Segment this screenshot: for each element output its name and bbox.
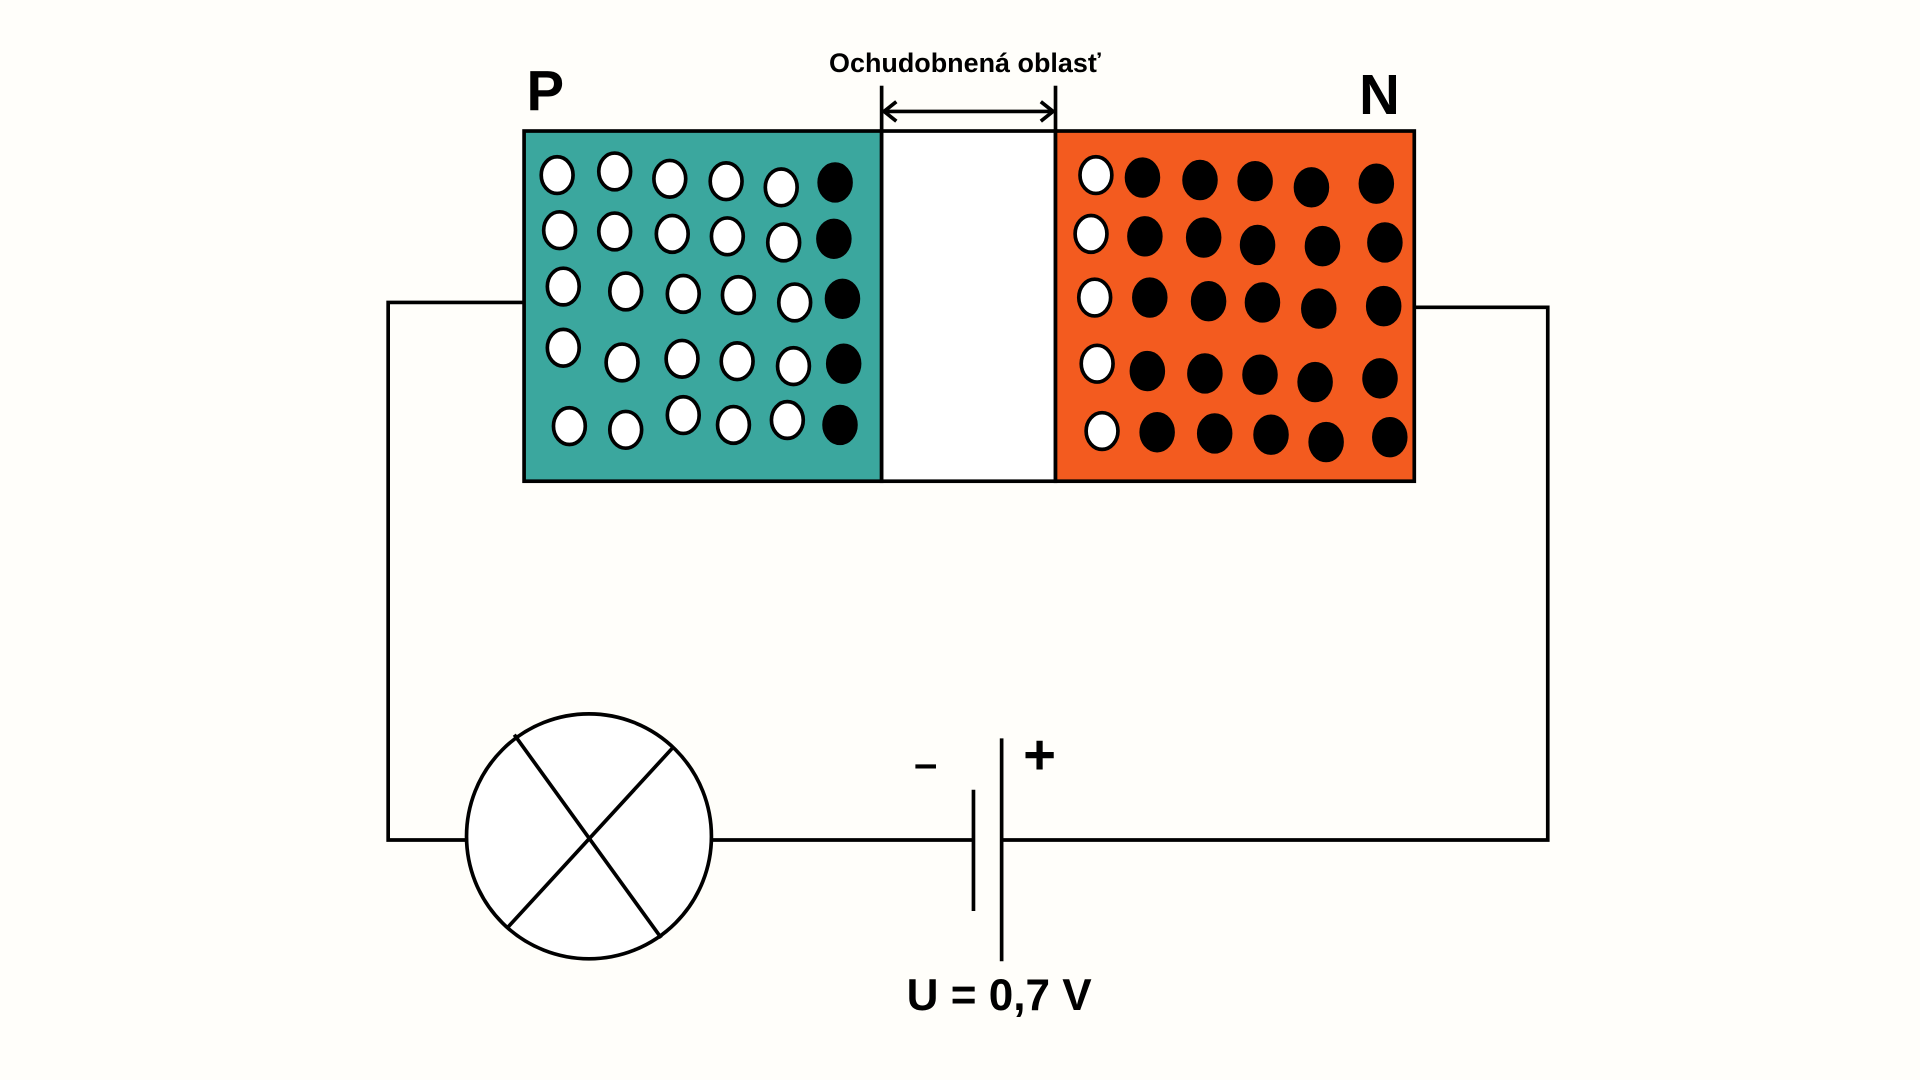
electron-dot [825,343,862,384]
electron-dot [1365,285,1402,327]
electron-dot [1139,412,1175,453]
electron-dot [1132,277,1168,318]
hole-dot [720,274,757,316]
hole-dot [1078,154,1114,196]
hole-dot [545,266,582,307]
hole-dot [1076,277,1113,318]
electron-dot [816,218,852,259]
depletion-region [879,129,1058,484]
hole-dot [596,211,633,252]
hole-dot [604,342,640,383]
hole-dot [765,222,802,263]
electron-dot [1308,421,1344,463]
electron-dot [1124,157,1161,198]
hole-dot [665,394,702,436]
electron-dot [1358,163,1395,204]
electron-dot [1244,282,1281,323]
hole-dot [665,273,702,315]
electron-dot [1367,222,1403,263]
charge-carriers [539,151,1408,463]
hole-dot [708,161,744,202]
electron-dot [1242,354,1278,395]
hole-dot [545,327,582,368]
electron-dot [1182,159,1218,201]
hole-dot [1084,410,1120,452]
hole-dot [607,409,644,450]
hole-dot [775,345,812,387]
wire-left [386,300,525,842]
hole-dot [652,158,688,199]
battery-icon [971,738,1004,962]
depletion-width-arrow [879,85,1058,132]
hole-dot [664,338,700,379]
electron-dot [822,404,858,446]
hole-dot [715,404,752,446]
depletion-label: Ochudobnená oblasť [829,48,1101,78]
n-label: N [1359,63,1400,126]
electron-dot [1293,167,1330,208]
electron-dot [1253,414,1289,455]
electron-dot [1297,361,1333,403]
hole-dot [539,154,575,196]
hole-dot [607,271,644,312]
electron-dot [1301,288,1337,329]
hole-dot [1079,343,1115,384]
electron-dot [817,162,853,203]
hole-dot [719,341,755,382]
electron-dot [1237,161,1273,202]
hole-dot [763,167,799,208]
electron-dot [1196,413,1233,454]
electron-dot [1185,217,1222,258]
wire-right [1001,305,1550,842]
electron-dot [1239,224,1276,266]
electron-dot [1127,216,1163,257]
voltage-label: U = 0,7 V [907,971,1093,1020]
hole-dot [551,405,588,447]
hole-dot [654,213,691,255]
electron-dot [1187,353,1223,394]
electron-dot [1129,350,1166,392]
circuit-wires [386,300,1550,842]
electron-dot [1372,416,1408,458]
hole-dot [776,282,813,323]
hole-dot [1073,213,1109,255]
electron-dot [824,278,861,319]
hole-dot [769,399,806,441]
electron-dot [1304,225,1341,267]
lamp-icon [464,712,714,961]
battery-minus-sign: – [914,740,937,787]
electron-dot [1362,358,1398,399]
hole-dot [596,151,633,192]
electron-dot [1190,281,1227,322]
battery-plus-sign: + [1023,723,1056,786]
hole-dot [709,216,746,257]
hole-dot [541,210,578,251]
p-label: P [527,59,565,122]
